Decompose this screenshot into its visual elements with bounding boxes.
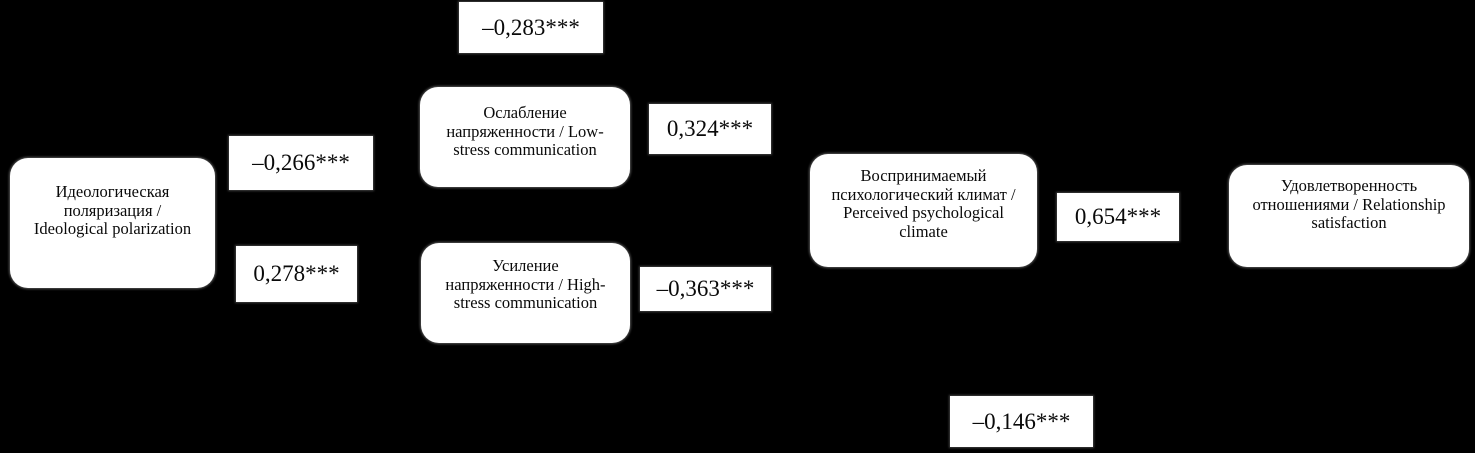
node-text-line: Удовлетворенность	[1280, 176, 1418, 195]
node-text-line: напряженности / High-	[445, 274, 606, 294]
node-text-line: Усиление	[492, 256, 559, 275]
coef-polarization-to-low-stress: –0,266***	[229, 136, 373, 190]
node-text-line: stress communication	[453, 293, 598, 312]
node-text-line: Ослабление	[483, 103, 567, 122]
node-text-line: отношениями / Relationship	[1252, 194, 1446, 214]
coef-polarization-to-high-stress: 0,278***	[236, 246, 357, 302]
node-relationship-satisfaction: Удовлетворенность отношениями / Relation…	[1229, 165, 1469, 267]
node-text-line: climate	[899, 221, 948, 241]
coef-polarization-to-climate-top: –0,283***	[459, 2, 603, 53]
node-text-line: психологический климат /	[831, 184, 1016, 204]
coef-climate-to-satisfaction: 0,654***	[1057, 193, 1179, 241]
node-text-line: Perceived psychological	[843, 203, 1004, 222]
node-low-stress-communication: Ослабление напряженности / Low- stress c…	[420, 87, 630, 187]
node-perceived-psychological-climate: Воспринимаемый психологический климат / …	[810, 154, 1037, 267]
node-text-line: поляризация /	[63, 200, 162, 220]
node-text-line: Идеологическая	[55, 182, 170, 201]
node-text-line: напряженности / Low-	[446, 121, 604, 141]
node-ideological-polarization: Идеологическая поляризация / Ideological…	[10, 158, 215, 288]
node-text-line: stress communication	[453, 140, 597, 159]
coef-low-stress-to-climate: 0,324***	[649, 104, 771, 154]
coef-polarization-to-satisfaction-bottom: –0,146***	[950, 396, 1093, 447]
coef-high-stress-to-climate: –0,363***	[640, 267, 771, 311]
node-text-line: Воспринимаемый	[860, 166, 987, 185]
node-high-stress-communication: Усиление напряженности / High- stress co…	[421, 243, 630, 343]
node-text-line: Ideological polarization	[33, 219, 192, 238]
node-text-line: satisfaction	[1311, 213, 1387, 232]
